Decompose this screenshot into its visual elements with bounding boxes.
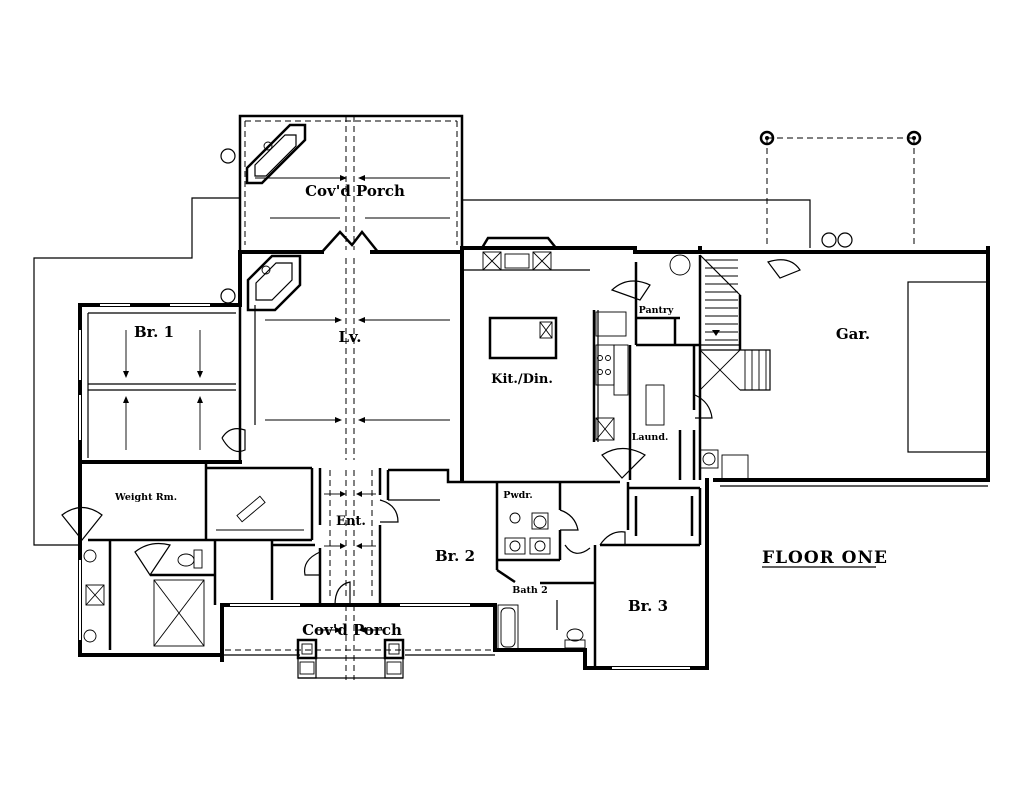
kitchen-bay [462,236,590,271]
bedroom-3: Br. 3 [599,482,702,615]
room-label-laundry: Laund. [632,432,669,443]
entry: Ent. [303,468,399,606]
bedroom-1: Br. 1 [78,312,242,490]
bedroom-2: Br. 2 [386,468,516,584]
pantry-laundry: Pantry Laund. [628,254,713,480]
room-label-covd-porch-rear: Cov'd Porch [305,182,405,200]
room-label-weight-room: Weight Rm. [114,492,177,503]
stairs-icon [698,254,801,480]
fireplace-icon [245,123,307,185]
lower-left-bath [83,540,315,650]
posts [759,130,922,248]
roof-outline [33,197,811,546]
room-label-kitchen-dining: Kit./Din. [491,372,553,387]
plan-title: FLOOR ONE [762,548,888,568]
rear-covered-porch: Cov'd Porch [220,114,464,250]
room-label-covd-porch-front: Cov'd Porch [302,621,402,639]
room-label-bath-2: Bath 2 [512,585,547,596]
front-covered-porch: Cov'd Porch [225,604,492,680]
room-label-entry: Ent. [336,514,366,529]
fireplace-icon [246,254,302,312]
kitchen-dining: Kit./Din. [488,280,651,479]
room-label-pantry: Pantry [639,305,674,316]
room-label-powder: Pwdr. [503,490,532,501]
garage: Gar. [699,232,990,487]
weight-room: Weight Rm. [61,466,314,542]
powder-and-bath-2: Pwdr. Bath 2 [497,480,620,668]
room-label-living: Lv. [339,328,362,346]
room-label-bedroom-2: Br. 2 [435,547,475,565]
windows [79,304,690,669]
living-room: Lv. [220,229,464,482]
room-label-bedroom-1: Br. 1 [134,323,174,341]
room-label-garage: Gar. [836,325,870,343]
room-label-bedroom-3: Br. 3 [628,597,668,615]
